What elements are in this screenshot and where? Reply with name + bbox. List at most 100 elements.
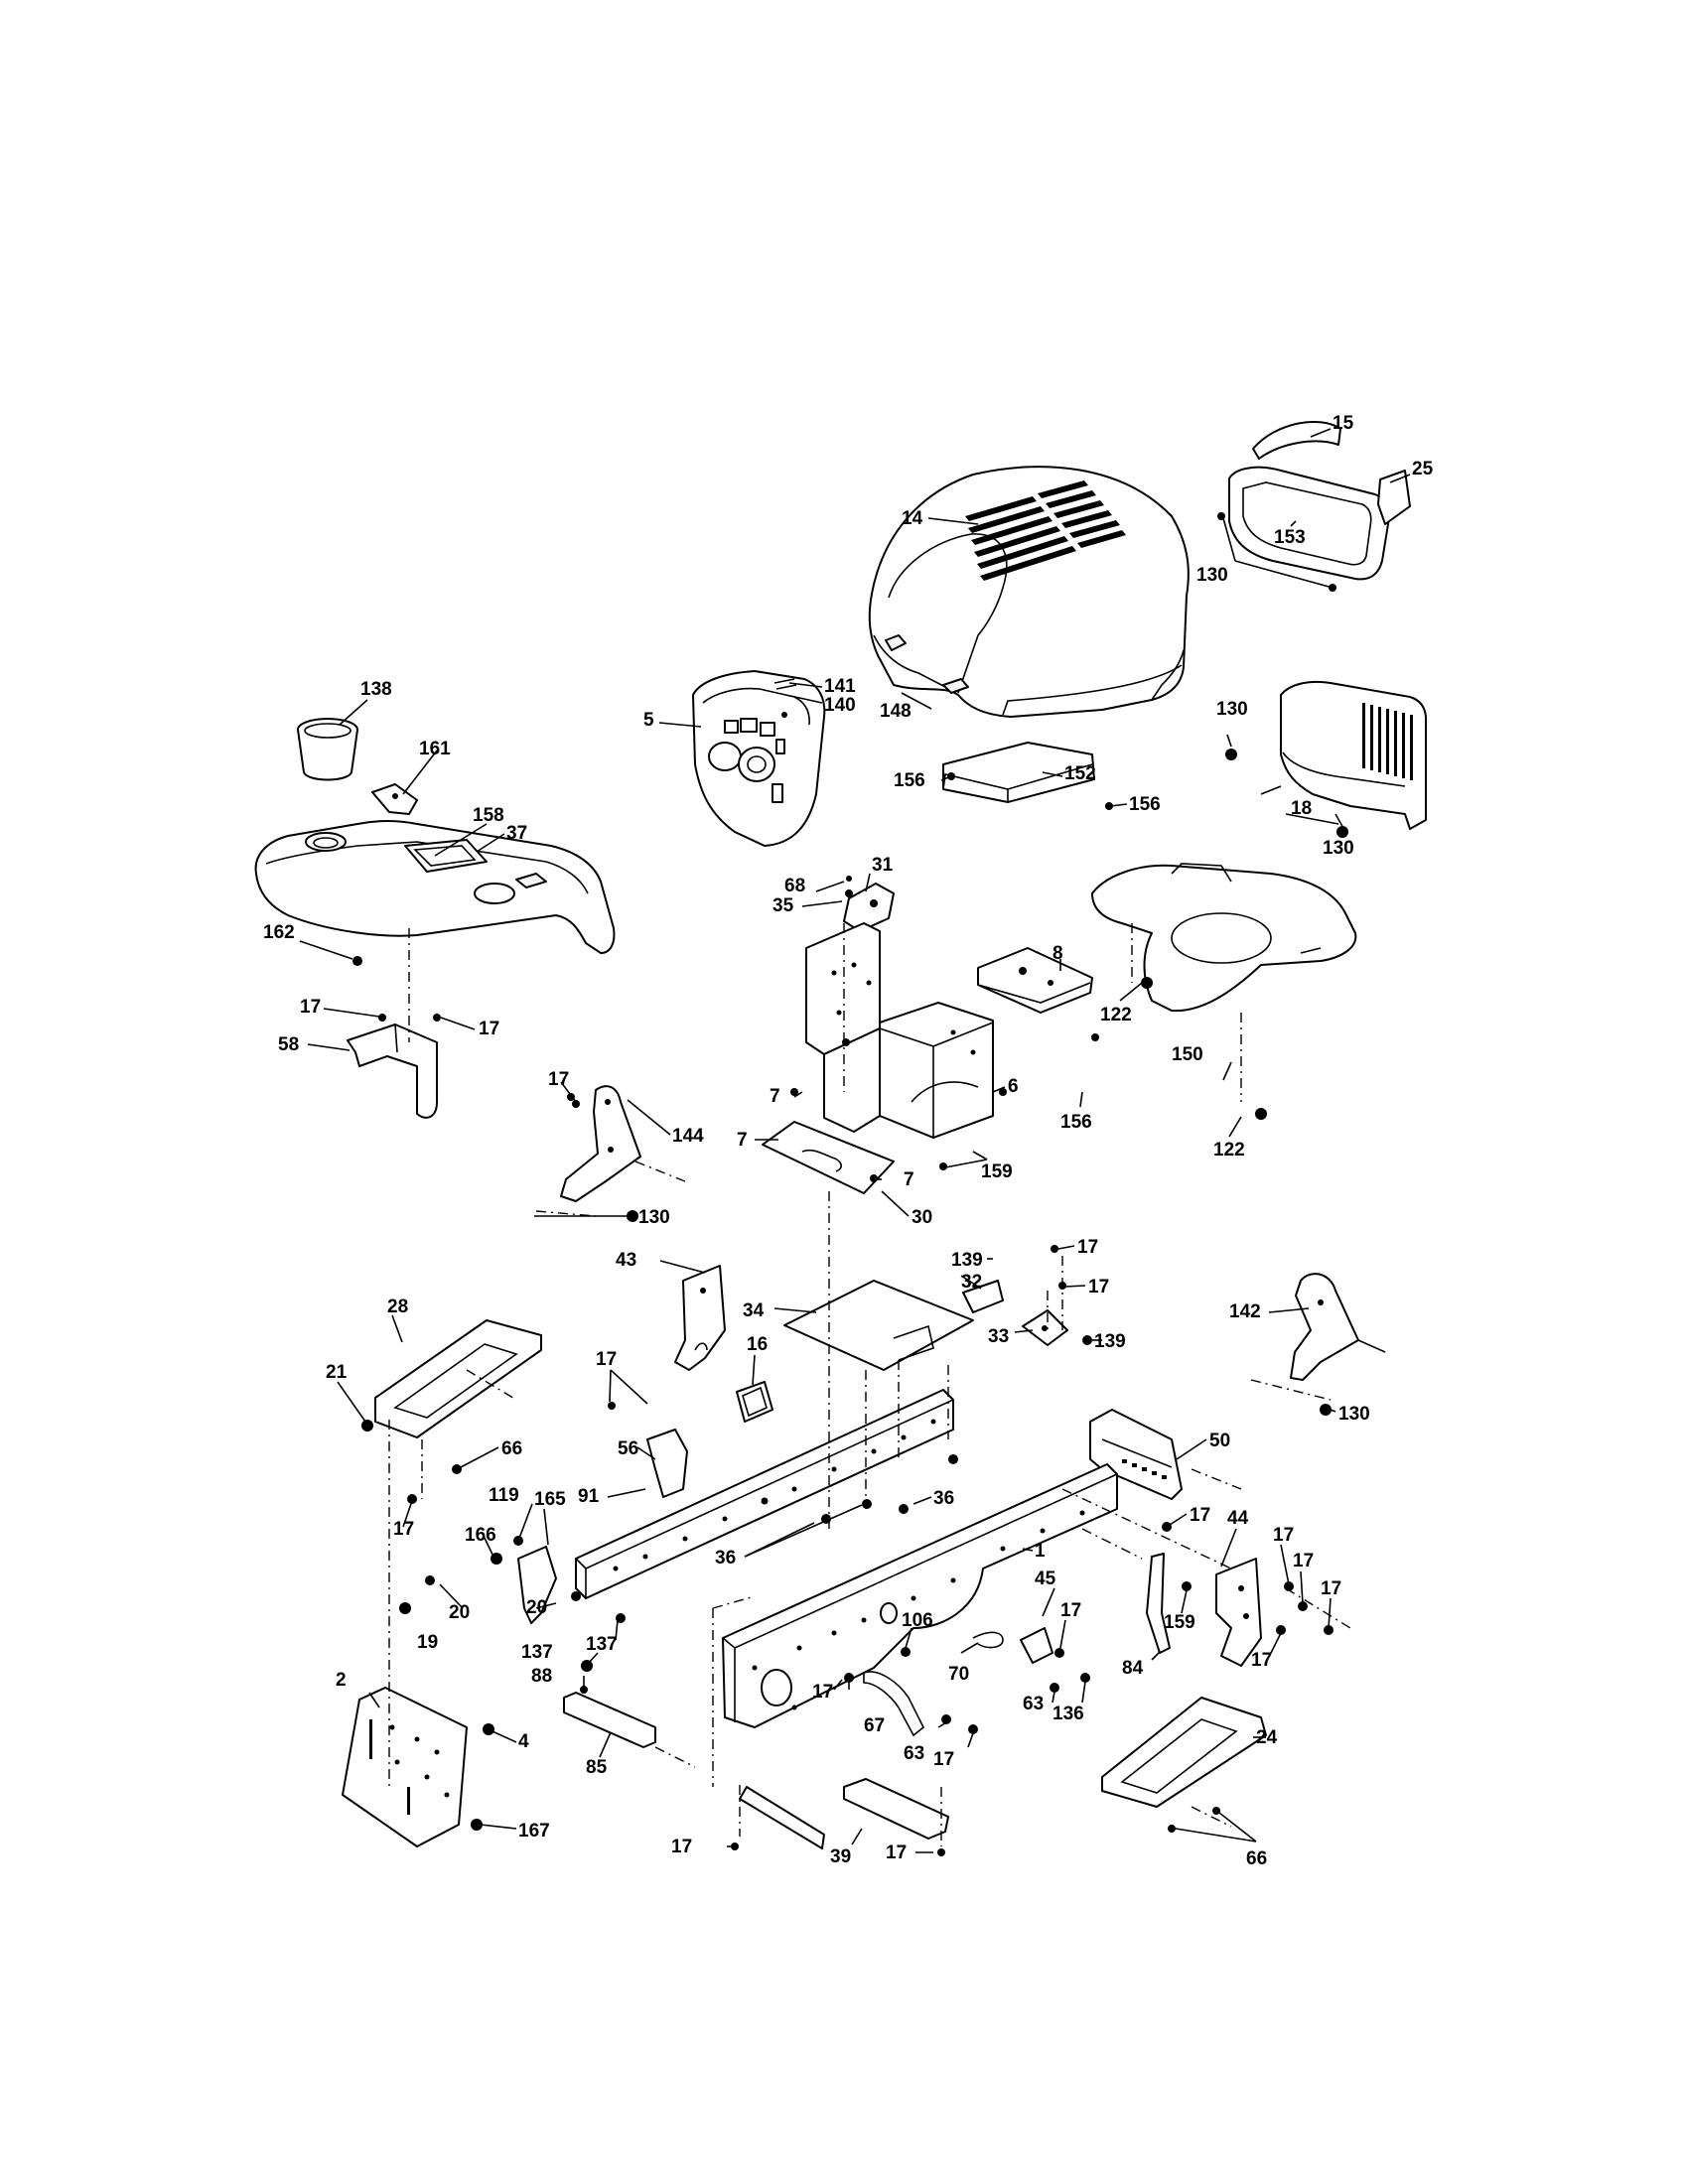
part-15-cover [1252,421,1341,460]
callout-161: 161 [419,739,451,759]
callout-4: 4 [518,1731,529,1752]
callout-5: 5 [643,710,654,731]
callout-159: 159 [981,1161,1013,1182]
callout-84: 84 [1122,1658,1144,1679]
callout-36: 36 [933,1488,954,1509]
callout-17: 17 [1077,1237,1098,1258]
part-32-33-brackets [962,1280,1068,1346]
callout-7: 7 [770,1086,780,1107]
callout-139: 139 [951,1250,983,1271]
part-85-bracket [563,1692,656,1748]
callout-31: 31 [872,855,894,876]
callout-2: 2 [336,1670,347,1691]
callout-32: 32 [961,1272,982,1293]
callout-7: 7 [904,1169,914,1190]
callout-141: 141 [824,676,856,697]
callout-162: 162 [263,922,295,943]
part-1-right-frame-rail [722,1463,1118,1728]
callout-17: 17 [1088,1277,1109,1297]
part-138-cup [297,718,358,781]
part-153-grille-frame [1228,466,1390,581]
callout-45: 45 [1035,1569,1056,1589]
callout-39: 39 [830,1846,851,1867]
callout-17: 17 [1060,1600,1081,1621]
callout-17: 17 [596,1349,617,1370]
callout-6: 6 [1008,1076,1019,1097]
callout-16: 16 [747,1334,768,1355]
callout-15: 15 [1333,413,1354,434]
part-144-bracket [560,1085,641,1202]
callout-106: 106 [902,1610,933,1631]
part-28-footrest-left [374,1319,542,1438]
callout-20: 20 [526,1597,547,1618]
part-18-front-grille [1280,680,1427,830]
callout-137: 137 [521,1642,553,1663]
callout-17: 17 [393,1519,414,1540]
callout-66: 66 [1246,1848,1267,1869]
part-30-plate [762,1121,895,1194]
part-16-gasket [736,1381,773,1423]
callout-56: 56 [618,1438,638,1459]
callout-17: 17 [300,997,321,1018]
callout-17: 17 [1321,1578,1341,1599]
callout-67: 67 [864,1715,885,1736]
callout-167: 167 [518,1821,550,1842]
callout-30: 30 [912,1207,932,1228]
callout-156: 156 [894,770,925,791]
callout-25: 25 [1412,459,1434,479]
callout-148: 148 [880,701,912,722]
callout-136: 136 [1052,1704,1084,1724]
callout-8: 8 [1052,943,1063,964]
callout-159: 159 [1164,1612,1195,1633]
callout-35: 35 [772,895,794,916]
callout-158: 158 [473,805,504,826]
part-43-bracket [674,1265,726,1371]
callout-70: 70 [948,1664,969,1685]
part-14-hood [868,466,1190,718]
callout-labels: 15 25 14 153 130 138 141 140 5 148 130 1… [263,413,1434,1869]
part-31-bracket [843,883,895,932]
callout-43: 43 [616,1250,636,1271]
alignment-lines [388,923,1351,1846]
callout-165: 165 [534,1489,566,1510]
part-8-plate [977,947,1093,1014]
part-91-left-frame-rail [575,1389,954,1599]
callout-17: 17 [1273,1525,1294,1546]
callout-7: 7 [737,1130,748,1151]
part-6-battery-box [805,922,994,1139]
leader-lines [299,428,1411,1853]
callout-24: 24 [1256,1727,1278,1748]
part-161-lever [371,783,418,815]
callout-1: 1 [1035,1541,1046,1562]
callout-58: 58 [278,1034,299,1055]
part-152-panel [942,742,1095,803]
callout-17: 17 [1293,1551,1314,1571]
callout-130: 130 [638,1207,670,1228]
callout-68: 68 [784,876,805,896]
callout-20: 20 [449,1602,470,1623]
callout-130: 130 [1196,565,1228,586]
callout-17: 17 [933,1749,954,1770]
callout-119: 119 [489,1485,519,1506]
callout-66: 66 [501,1438,522,1459]
part-142-bracket [1290,1273,1386,1381]
callout-156: 156 [1060,1112,1092,1133]
callout-17: 17 [1190,1505,1210,1526]
part-50-front-bracket [1089,1409,1183,1500]
callout-140: 140 [824,695,856,716]
callout-150: 150 [1172,1044,1203,1065]
callout-14: 14 [902,508,923,529]
callout-34: 34 [743,1300,765,1321]
callout-152: 152 [1064,763,1096,784]
part-39-brackets [739,1778,949,1849]
part-84-bracket [1146,1553,1171,1654]
callout-17: 17 [548,1069,569,1090]
callout-17: 17 [671,1837,692,1857]
callout-130: 130 [1323,838,1354,859]
callout-130: 130 [1338,1404,1370,1425]
part-58-bracket [347,1024,438,1119]
callout-17: 17 [1251,1650,1272,1671]
callout-144: 144 [672,1126,704,1147]
callout-122: 122 [1213,1140,1245,1160]
part-37-fender [254,820,616,954]
